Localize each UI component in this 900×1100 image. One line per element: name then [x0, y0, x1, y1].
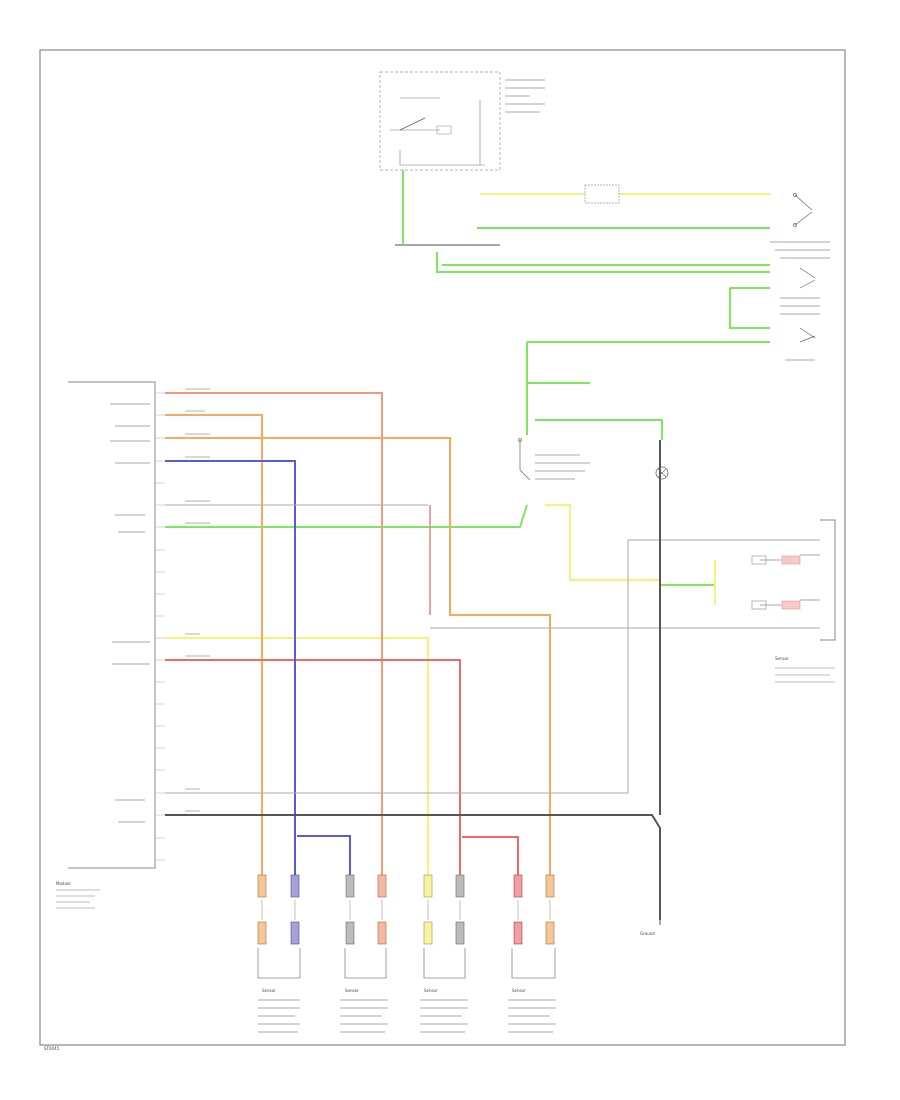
bottom-connectors: [257, 874, 555, 945]
right-switch-1: [584, 184, 813, 227]
rear-sensor-module: Sensor: [751, 519, 836, 683]
ecu-name: Module: [56, 881, 71, 886]
ground-wires: [165, 440, 661, 920]
connector-295: [290, 874, 300, 945]
ground-symbol: Ground: [640, 920, 661, 936]
yellow-wires: [165, 193, 770, 880]
right-rear-label: Sensor: [512, 988, 526, 993]
connector-550: [545, 874, 555, 945]
right-front-label: Sensor: [345, 988, 359, 993]
right-switch-2: [799, 267, 816, 343]
sensor-label-lines: [258, 999, 556, 1033]
lamp-icon: [655, 466, 669, 480]
blue-wires: [165, 460, 351, 880]
ecu-pin-ticks: [155, 392, 165, 861]
connector-262: [257, 874, 267, 945]
connector-350: [345, 874, 355, 945]
ground-label: Ground: [640, 931, 655, 936]
ecu-signal-labels: [110, 403, 150, 823]
middle-relay: [518, 438, 590, 481]
connector-518: [513, 874, 523, 945]
red-wires: [165, 505, 519, 880]
sensor-labels: Sensor Sensor Sensor Sensor: [262, 988, 526, 993]
diagram-border: [39, 49, 846, 1046]
orange-wires: [165, 392, 551, 880]
connector-428: [423, 874, 433, 945]
left-rear-label: Sensor: [424, 988, 438, 993]
wire-color-labels: [185, 388, 210, 812]
green-wires: [165, 170, 770, 586]
grey-wires: [165, 504, 820, 794]
fuse-relay-box: [379, 71, 501, 171]
sensor-brackets: [257, 948, 556, 979]
ecu-module: Module: [56, 381, 156, 909]
left-front-label: Sensor: [262, 988, 276, 993]
connector-382: [377, 874, 387, 945]
rear-sensor-name: Sensor: [775, 656, 789, 661]
connector-460: [455, 874, 465, 945]
diagram-id: ST0045: [44, 1046, 60, 1051]
right-label-blocks: [505, 79, 830, 361]
